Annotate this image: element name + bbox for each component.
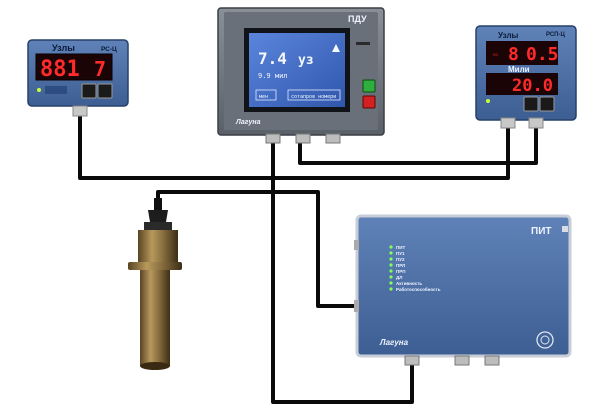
- pdu-title: ПДУ: [348, 14, 367, 24]
- cable-pdu-right-b: [272, 127, 510, 180]
- right-meter-row1-digits: 8: [508, 44, 519, 65]
- pit-legend-item: ПИТ: [396, 245, 405, 250]
- pit-unit: ПИТ ПИТ ПУ1 ПУ2 ПРЛ ПРП ДЛ Активность Ра…: [354, 214, 572, 366]
- right-meter-label-top: Узлы: [498, 31, 519, 40]
- pdu-screen-button-right-label: сотапров номери: [291, 94, 336, 100]
- pdu-screen-unit: уз: [298, 53, 314, 68]
- right-meter-button-2[interactable]: [539, 96, 555, 112]
- left-meter-led: [37, 88, 41, 92]
- right-meter-row2-digits: 20.0: [512, 76, 553, 96]
- pdu-power-off-button[interactable]: [362, 95, 376, 109]
- left-meter-button-1[interactable]: [81, 83, 97, 99]
- right-meter-display-1: [486, 41, 558, 65]
- pdu-screen-button-left[interactable]: [255, 89, 277, 101]
- sensor-probe: [128, 198, 182, 370]
- left-meter-label: Узлы: [52, 43, 75, 53]
- cable-sensor: [156, 190, 356, 308]
- pdu-screen-value: 7.4: [258, 49, 287, 68]
- pit-legend: ПИТ ПУ1 ПУ2 ПРЛ ПРП ДЛ Активность Работо…: [389, 245, 441, 292]
- pdu-screen: [249, 33, 345, 107]
- pit-legend-item: ПРП: [396, 269, 405, 274]
- pit-brand: Лагуна: [379, 338, 409, 347]
- left-meter-digits: 881: [40, 57, 80, 82]
- pit-title: ПИТ: [531, 226, 551, 237]
- pdu-screen-indicator-icon: [332, 44, 340, 52]
- pdu-screen-button-left-label: мен: [259, 94, 268, 100]
- pit-legend-item: Работоспособность: [396, 286, 441, 292]
- cables: [78, 112, 538, 404]
- right-meter-label-mid: Мили: [508, 65, 530, 74]
- pit-legend-item: ПРЛ: [396, 263, 405, 268]
- left-meter: Узлы РС-Ц 881 7: [27, 39, 129, 117]
- left-meter-digit-last: 7: [94, 57, 106, 81]
- cable-left-meter: [78, 112, 272, 180]
- right-meter-button-1[interactable]: [523, 96, 539, 112]
- pdu-brand: Лагуна: [235, 119, 261, 126]
- cable-pdu-main: [271, 140, 414, 404]
- cable-pdu-right-a: [298, 127, 538, 165]
- pdu-screen-sub: 9.9 мил: [258, 72, 288, 80]
- pit-legend-item: Активность: [396, 281, 422, 286]
- pdu-power-on-button[interactable]: [362, 79, 376, 93]
- certification-logo: [536, 331, 554, 349]
- pit-legend-item: ПУ1: [396, 251, 405, 256]
- pdu-screen-button-right[interactable]: [287, 89, 341, 101]
- right-meter-model: РСП-Ц: [546, 32, 565, 38]
- right-meter-row1-last: 0.5: [526, 44, 559, 65]
- pdu-panel: ПДУ 7.4 уз 9.9 мил мен сотапров номери Л…: [217, 7, 385, 144]
- right-meter-display-2: [486, 73, 558, 95]
- left-meter-display: [35, 53, 113, 81]
- right-meter: Узлы РСП-Ц - 8 0.5 Мили 20.0: [475, 25, 577, 129]
- pit-legend-item: ПУ2: [396, 257, 405, 262]
- svg-text:-: -: [490, 44, 501, 65]
- pit-legend-item: ДЛ: [396, 275, 402, 280]
- left-meter-model: РС-Ц: [101, 46, 117, 53]
- left-meter-button-2[interactable]: [97, 83, 113, 99]
- right-meter-led: [486, 99, 490, 103]
